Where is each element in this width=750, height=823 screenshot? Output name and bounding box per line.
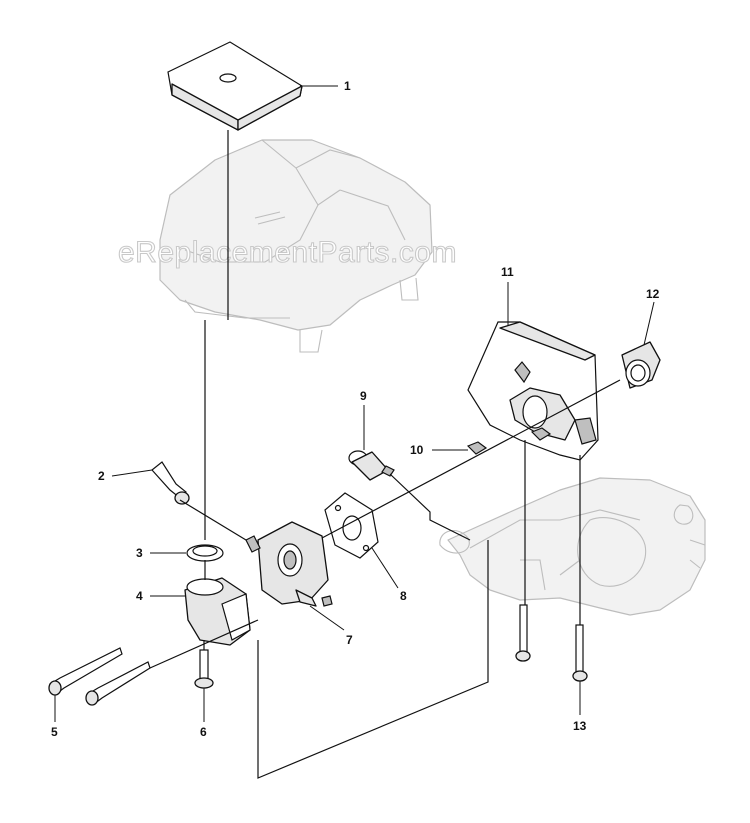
part-8-gasket bbox=[324, 492, 379, 559]
callout-6: 6 bbox=[200, 725, 207, 739]
part-9-primer-bulb bbox=[348, 450, 395, 481]
leader-lines bbox=[54, 85, 655, 722]
callout-4: 4 bbox=[136, 589, 143, 603]
callout-11: 11 bbox=[501, 265, 514, 279]
callout-8: 8 bbox=[400, 589, 407, 603]
part-2-choke-link bbox=[151, 461, 190, 505]
callout-10: 10 bbox=[410, 443, 424, 457]
callouts: 1 2 3 4 5 6 7 8 9 10 11 12 13 bbox=[51, 79, 660, 739]
callout-5: 5 bbox=[51, 725, 58, 739]
ghost-crankcase bbox=[439, 477, 706, 616]
part-7-carburetor bbox=[245, 521, 333, 607]
part-6-bolt bbox=[194, 649, 214, 689]
callout-13: 13 bbox=[573, 719, 587, 733]
callout-2: 2 bbox=[98, 469, 105, 483]
part-1-filter-cover bbox=[167, 41, 303, 131]
part-4-intake-flange bbox=[184, 577, 251, 646]
part-5-bolts bbox=[48, 647, 151, 706]
part-3-o-ring bbox=[186, 544, 224, 562]
part-12-intake-boot bbox=[621, 341, 661, 389]
watermark-text: eReplacementParts.com bbox=[118, 236, 457, 269]
part-10-spacers bbox=[466, 427, 552, 455]
assembly-lines bbox=[149, 130, 621, 779]
callout-3: 3 bbox=[136, 546, 143, 560]
part-13-screws bbox=[515, 604, 588, 682]
part-11-intake-adapter bbox=[467, 321, 599, 461]
callout-12: 12 bbox=[646, 287, 660, 301]
callout-1: 1 bbox=[344, 79, 351, 93]
callout-9: 9 bbox=[360, 389, 367, 403]
callout-7: 7 bbox=[346, 633, 353, 647]
